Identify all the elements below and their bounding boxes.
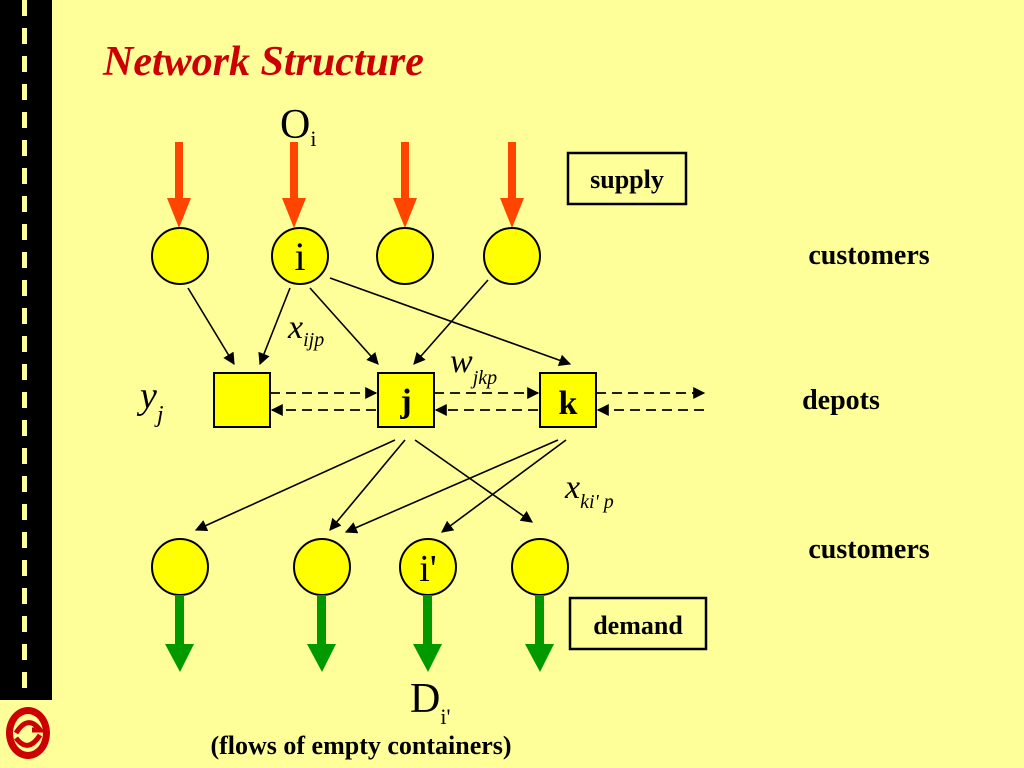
flow-arrows-to-depots (187, 277, 572, 367)
supply-arrow-3 (393, 142, 417, 228)
customers-bottom-label: customers (808, 534, 929, 565)
depots-label: depots (802, 385, 880, 416)
customer-node (151, 227, 209, 285)
customer-node (376, 227, 434, 285)
logo-icon (6, 707, 50, 759)
footer-caption: (flows of empty containers) (210, 731, 511, 760)
supply-arrows (167, 142, 524, 228)
svg-text:supply: supply (590, 165, 664, 194)
slide-title: Network Structure (103, 39, 424, 85)
depot-node (213, 372, 271, 428)
demand-arrows (165, 595, 554, 672)
demand-arrow-2 (307, 595, 336, 672)
depot-j-label: j (399, 383, 411, 420)
demand-arrow-4 (525, 595, 554, 672)
customer-node (483, 227, 541, 285)
supply-arrow-4 (500, 142, 524, 228)
left-film-strip-bar (0, 0, 52, 700)
demand-label-box: demand (568, 596, 708, 651)
demand-variable-label: Di' (410, 676, 450, 729)
depot-node-k (539, 372, 597, 428)
customer-node (293, 538, 351, 596)
flow-arrows-to-customers (194, 439, 567, 534)
depot-nodes: j k (213, 372, 597, 428)
customer-i-prime-label: i' (419, 548, 436, 590)
depot-k-label: k (559, 385, 578, 422)
supply-label-box: supply (566, 151, 688, 206)
dashed-stripe (22, 0, 27, 700)
top-customers: i (151, 227, 541, 285)
bottom-customers: i' (151, 538, 569, 596)
customer-i-label: i (294, 234, 305, 279)
customer-node-i (271, 227, 329, 285)
supply-arrow-2 (282, 142, 306, 228)
supply-variable-label: Oi (280, 102, 316, 151)
depot-node-j (377, 372, 435, 428)
customer-node (511, 538, 569, 596)
flow-variable-x-ijp: xijp (287, 309, 324, 351)
customer-node (151, 538, 209, 596)
demand-arrow-1 (165, 595, 194, 672)
flow-variable-x-kip: xki' p (564, 469, 614, 513)
customers-top-label: customers (808, 240, 929, 271)
inter-depot-dashed-arrows (270, 387, 706, 416)
supply-arrow-1 (167, 142, 191, 228)
depot-variable-y-j: yj (136, 375, 164, 428)
svg-text:demand: demand (593, 611, 683, 640)
demand-arrow-3 (413, 595, 442, 672)
flow-variable-w-jkp: wjkp (450, 343, 497, 389)
